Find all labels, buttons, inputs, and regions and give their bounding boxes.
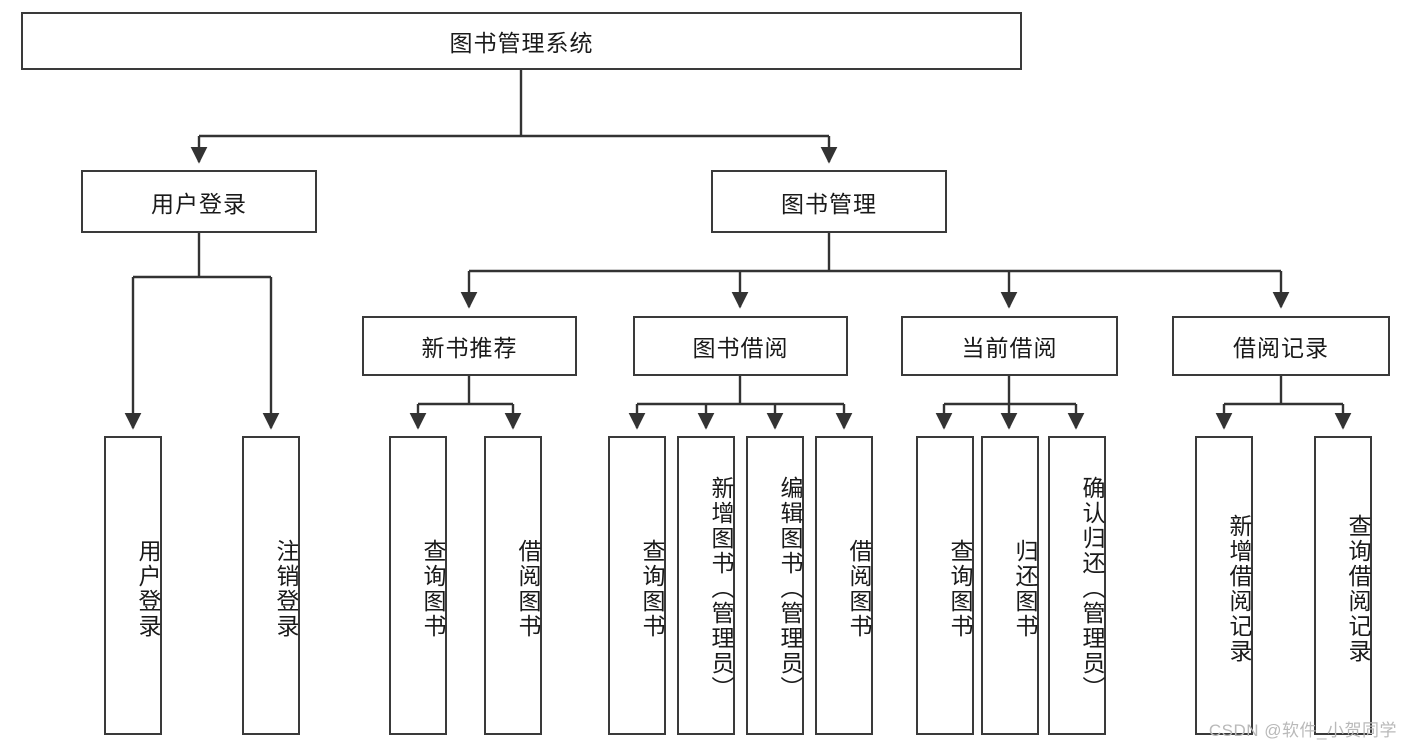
node-borrow-record-label: 借阅记录 [1233,335,1329,361]
node-current-borrow-label: 当前借阅 [961,335,1058,361]
node-leaf-edit-book-label: 编辑图书（管理员） [777,476,803,701]
node-leaf-query-book-3[interactable]: 查询图书 [916,436,974,735]
node-book-borrow-label: 图书借阅 [692,335,789,361]
node-leaf-logout-label: 注销登录 [273,538,299,639]
node-leaf-borrow-book-2-label: 借阅图书 [846,538,872,639]
node-leaf-user-login[interactable]: 用户登录 [104,436,162,735]
node-leaf-add-record[interactable]: 新增借阅记录 [1195,436,1253,735]
node-leaf-borrow-book-2[interactable]: 借阅图书 [815,436,873,735]
node-leaf-confirm-return[interactable]: 确认归还（管理员） [1048,436,1106,735]
node-user-login[interactable]: 用户登录 [81,170,317,233]
node-leaf-query-book-1[interactable]: 查询图书 [389,436,447,735]
node-leaf-query-record-label: 查询借阅记录 [1345,513,1371,664]
node-leaf-query-record[interactable]: 查询借阅记录 [1314,436,1372,735]
node-leaf-add-book-label: 新增图书（管理员） [708,476,734,701]
node-leaf-add-record-label: 新增借阅记录 [1226,513,1252,664]
node-leaf-edit-book[interactable]: 编辑图书（管理员） [746,436,804,735]
node-leaf-return-book-label: 归还图书 [1012,538,1038,639]
node-book-manage[interactable]: 图书管理 [711,170,947,233]
watermark-text: CSDN @软件_小贺同学 [1208,721,1397,740]
node-book-manage-label: 图书管理 [781,190,877,217]
node-new-book-rec[interactable]: 新书推荐 [362,316,577,376]
node-root[interactable]: 图书管理系统 [21,12,1022,70]
node-leaf-query-book-2[interactable]: 查询图书 [608,436,666,735]
node-leaf-user-login-label: 用户登录 [135,538,161,639]
node-leaf-add-book[interactable]: 新增图书（管理员） [677,436,735,735]
node-root-label: 图书管理系统 [449,30,594,56]
node-leaf-query-book-1-label: 查询图书 [420,538,446,639]
node-current-borrow[interactable]: 当前借阅 [901,316,1118,376]
node-leaf-return-book[interactable]: 归还图书 [981,436,1039,735]
node-borrow-record[interactable]: 借阅记录 [1172,316,1390,376]
node-book-borrow[interactable]: 图书借阅 [633,316,848,376]
node-leaf-query-book-2-label: 查询图书 [639,538,665,639]
node-leaf-logout[interactable]: 注销登录 [242,436,300,735]
node-user-login-label: 用户登录 [151,190,247,217]
node-leaf-query-book-3-label: 查询图书 [947,538,973,639]
node-leaf-confirm-return-label: 确认归还（管理员） [1079,476,1105,701]
node-leaf-borrow-book-1-label: 借阅图书 [515,538,541,639]
node-leaf-borrow-book-1[interactable]: 借阅图书 [484,436,542,735]
node-new-book-rec-label: 新书推荐 [421,335,518,361]
